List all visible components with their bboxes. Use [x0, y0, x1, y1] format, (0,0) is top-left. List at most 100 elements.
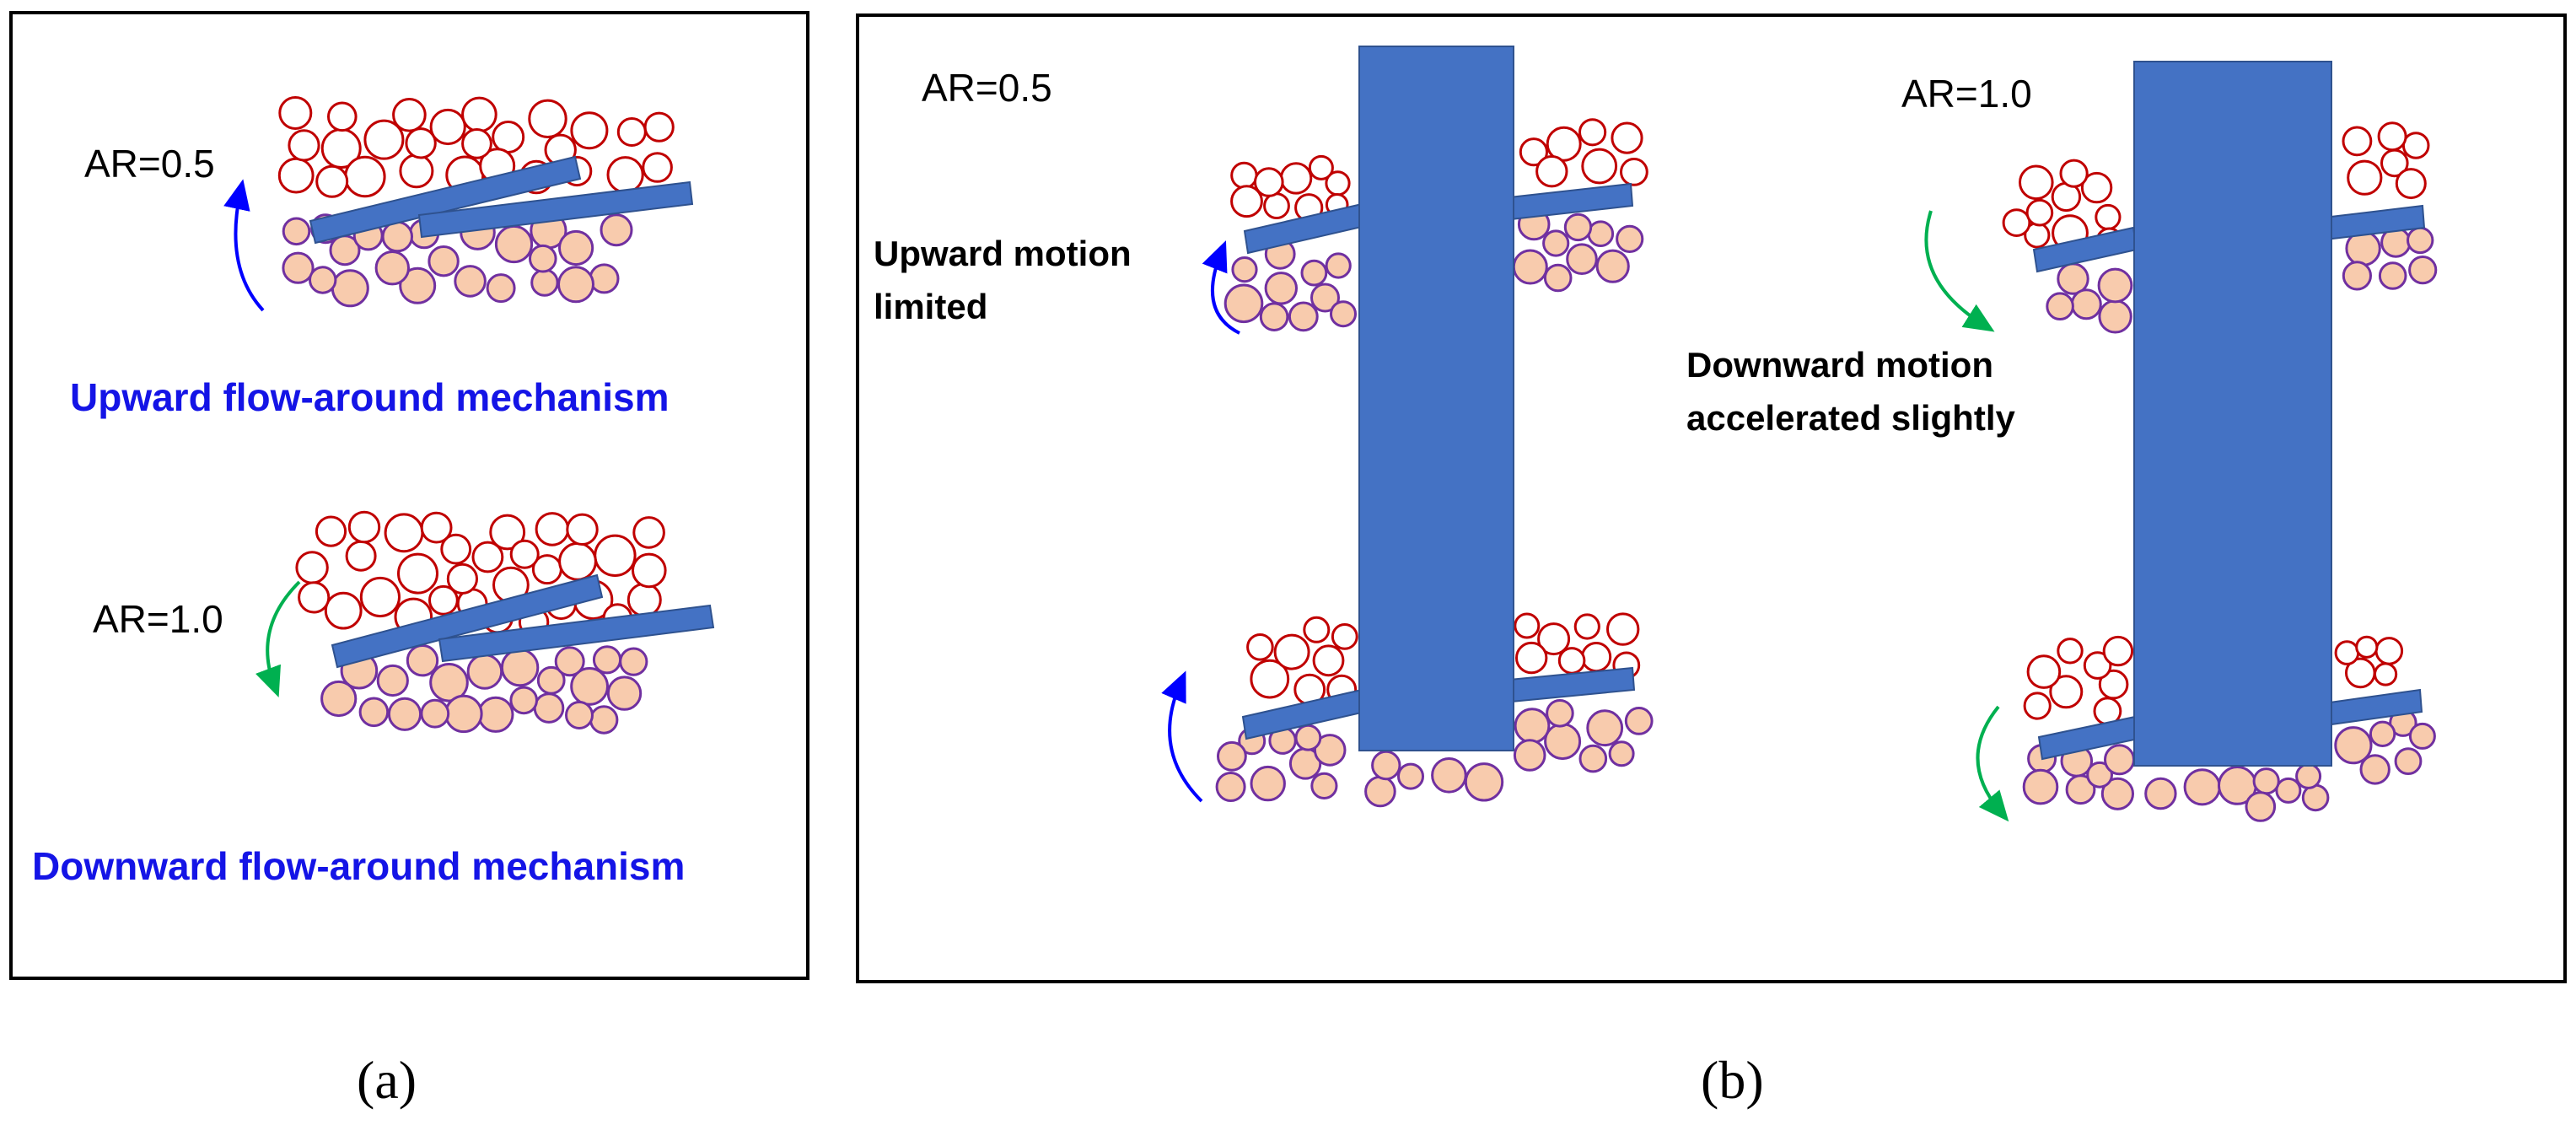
upper-particle	[2395, 168, 2427, 200]
upper-particle	[1514, 612, 1541, 639]
arrow-down-a	[255, 580, 301, 697]
upper-particle	[2098, 669, 2129, 700]
lower-particle	[331, 269, 369, 308]
upper-particle	[345, 540, 377, 572]
lower-particle	[1310, 283, 1340, 313]
lower-particle	[381, 220, 413, 253]
lower-particle	[2100, 777, 2134, 810]
arrow-up-a	[223, 179, 265, 312]
lower-particle	[387, 697, 422, 731]
lower-particle	[2295, 762, 2322, 789]
lower-particle	[494, 224, 534, 264]
lower-particle	[454, 265, 487, 298]
upper-particle	[616, 117, 647, 147]
lower-particle	[2369, 720, 2396, 747]
lower-particle	[529, 244, 557, 273]
upper-particle	[2334, 640, 2360, 665]
lower-particle	[399, 266, 437, 304]
lower-particle	[554, 646, 585, 677]
upper-particle	[643, 111, 675, 143]
lower-particle	[500, 648, 540, 687]
panel-a-ar-bottom: AR=1.0	[93, 597, 223, 641]
upper-particle	[2355, 635, 2379, 659]
lower-particle	[2408, 722, 2436, 750]
lower-particle	[1587, 220, 1615, 248]
lower-particle	[1431, 757, 1467, 794]
upper-particle	[492, 121, 525, 153]
lower-particle	[600, 213, 633, 247]
lower-particle	[358, 697, 390, 728]
slab-a4	[438, 604, 715, 663]
upper-particle	[1254, 167, 1284, 197]
upper-particle	[627, 582, 662, 617]
upper-particle	[1581, 642, 1612, 673]
lower-particle	[2408, 256, 2438, 285]
upper-particle	[2347, 159, 2383, 196]
upper-particle	[2002, 208, 2031, 238]
upper-particle	[1230, 185, 1263, 218]
panel-b-frame	[856, 13, 2567, 983]
upper-particle	[1557, 647, 1586, 675]
upper-particle	[429, 108, 466, 146]
upper-particle	[315, 515, 347, 547]
lower-particle	[2144, 777, 2177, 810]
upper-particle	[1303, 616, 1331, 643]
lower-particle	[2275, 777, 2302, 804]
lower-particle	[2378, 261, 2407, 290]
upper-particle	[392, 98, 427, 132]
upper-particle	[1263, 192, 1290, 220]
lower-particle	[530, 268, 559, 297]
upper-particle	[566, 513, 599, 546]
note-downward-line2: accelerated slightly	[1686, 398, 2015, 438]
lower-particle	[477, 696, 514, 733]
lower-particle	[509, 686, 539, 715]
lower-particle	[406, 644, 439, 677]
upper-particle	[2374, 662, 2398, 686]
lower-particle	[533, 692, 565, 724]
upper-particle	[2019, 164, 2054, 201]
lower-particle	[606, 676, 643, 711]
lower-particle	[376, 664, 409, 697]
lower-particle	[2065, 774, 2096, 805]
upper-particle	[1546, 126, 1582, 162]
slab-a1	[309, 155, 582, 245]
upper-particle	[2342, 126, 2373, 157]
upper-particle	[405, 127, 437, 159]
upper-particle	[461, 128, 492, 159]
lower-particle	[619, 647, 648, 676]
lower-particle	[2245, 791, 2277, 822]
lower-particle	[309, 266, 337, 294]
lower-particle	[1231, 256, 1258, 283]
upper-particle	[2059, 159, 2089, 188]
lower-particle	[1215, 772, 1246, 802]
upper-particle	[642, 152, 673, 183]
lower-particle	[282, 251, 315, 284]
lower-particle	[486, 273, 516, 304]
lower-particle	[444, 694, 483, 734]
lower-particle	[536, 665, 566, 695]
upper-particle	[384, 513, 424, 553]
lower-particle	[1512, 249, 1548, 285]
panel-b-slabs	[1241, 182, 2426, 761]
arrow-down-b-top	[1924, 210, 1995, 332]
upper-particle	[399, 153, 434, 189]
upper-particle	[327, 101, 358, 132]
upper-particle	[606, 156, 644, 194]
lower-particle	[1546, 699, 1574, 728]
panel-a-frame	[9, 11, 809, 980]
lower-particle	[2098, 299, 2132, 334]
lower-particle	[1313, 734, 1347, 767]
upper-particle	[1273, 633, 1310, 670]
lower-particle	[1586, 709, 1624, 747]
lower-particle	[2104, 744, 2135, 776]
upper-particle	[315, 164, 349, 198]
upper-particle	[1515, 641, 1548, 675]
upper-particle	[2377, 121, 2407, 152]
upper-particle	[1250, 659, 1290, 699]
upper-particle	[440, 533, 472, 565]
panel-b-ar-left: AR=0.5	[922, 66, 1052, 110]
lower-particle	[1223, 283, 1264, 324]
lower-particle	[1288, 301, 1319, 332]
upper-particle	[1611, 121, 1643, 154]
